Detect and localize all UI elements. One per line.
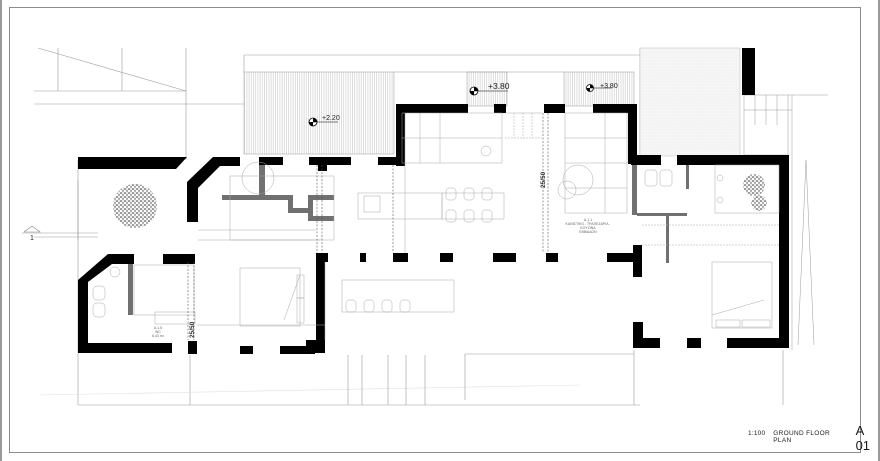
room-area: ΕΜΒΑΔΟΝ [579, 230, 597, 234]
room-name: WC [155, 330, 161, 334]
level-label: +3.80 [488, 81, 510, 91]
grid-lines [187, 113, 549, 340]
page-edge-left [0, 0, 2, 461]
title-block: 1:100 GROUND FLOOR PLAN A 01 [748, 423, 880, 453]
room-name: ΚΑΘΙΣΤΙΚΟ - ΤΡΑΠΕΖΑΡΙΑ - ΚΟΥΖΙΝΑ [565, 222, 611, 230]
interior-lines [92, 112, 780, 340]
section-marker [22, 225, 98, 234]
page-edge-right [878, 0, 880, 461]
shrub-right-2 [751, 195, 767, 211]
dimension-label: 25/50 [540, 171, 547, 188]
paved-area [639, 47, 741, 157]
room-area: 6.43 m² [152, 334, 164, 338]
section-number: 1 [30, 235, 34, 242]
room-tag-wc: A.1.5 WC 6.43 m² [146, 326, 170, 338]
level-markers [308, 84, 612, 127]
room-code: A.1.1 [583, 218, 593, 222]
sheet-number: A 01 [855, 423, 871, 453]
level-label: +2.20 [322, 115, 340, 122]
terrace-right [563, 71, 635, 107]
walls [78, 104, 789, 354]
drawing-frame [9, 7, 861, 453]
level-label: +3.80 [600, 83, 618, 90]
room-code: A.1.5 [153, 326, 163, 330]
room-tag-living: A.1.1 ΚΑΘΙΣΤΙΚΟ - ΤΡΑΠΕΖΑΡΙΑ - ΚΟΥΖΙΝΑ Ε… [558, 218, 618, 234]
drawing-scale: 1:100 [748, 430, 766, 437]
dimension-label: 25/50 [189, 321, 196, 338]
terrace-left [243, 71, 395, 155]
shrub-right-1 [743, 174, 765, 196]
partitions [128, 165, 689, 315]
tree-left [113, 184, 157, 228]
sheet-title: GROUND FLOOR PLAN [773, 430, 830, 444]
dining-chairs [345, 187, 493, 313]
